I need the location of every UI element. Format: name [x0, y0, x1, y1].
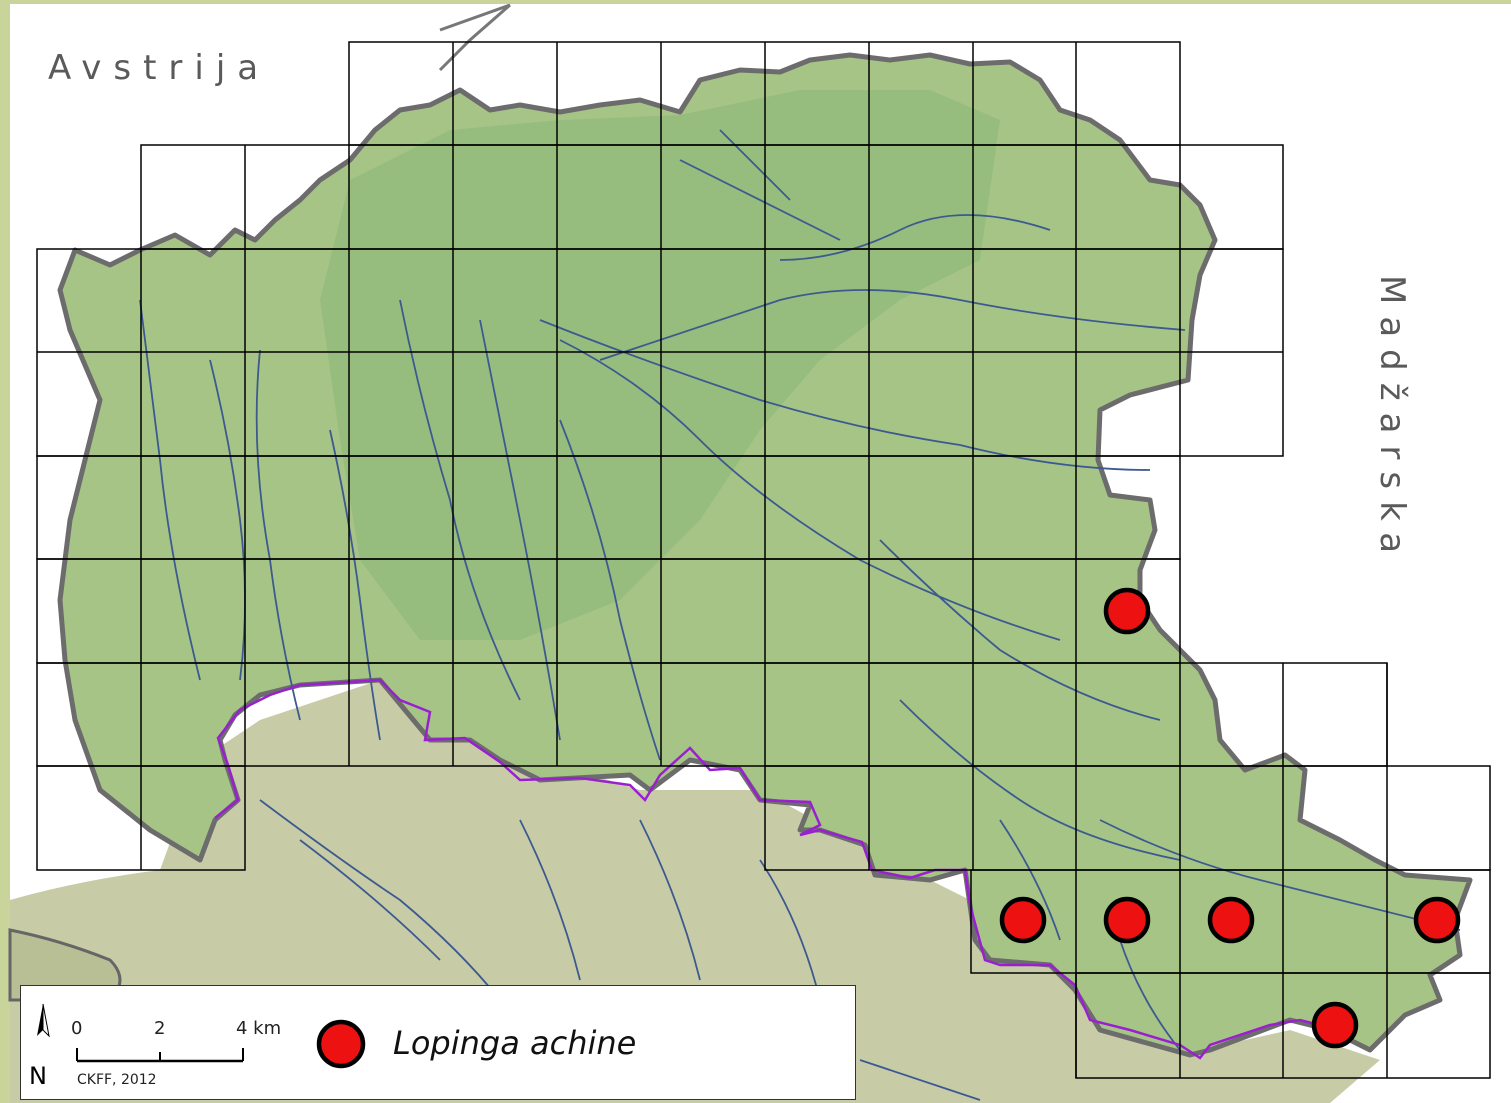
- occurrence-point: [1311, 1001, 1359, 1049]
- north-arrow-icon: [37, 1003, 50, 1038]
- rivers: [139, 3, 1461, 1101]
- legend-species-name: Lopinga achine: [393, 1024, 637, 1062]
- occurrence-point: [1413, 896, 1461, 944]
- legend-symbol: [316, 1019, 366, 1069]
- scale-tick-4km: 4 km: [236, 1018, 282, 1039]
- legend: N 0 2 4 km CKFF, 2012 Lopinga achine: [20, 985, 856, 1100]
- border-line: [214, 678, 1341, 1060]
- scale-tick-2: 2: [154, 1018, 166, 1039]
- scale-bar: N: [29, 1003, 244, 1090]
- occurrence-point: [1103, 587, 1151, 635]
- north-letter: N: [29, 1062, 47, 1090]
- occurrence-points: [999, 587, 1461, 1049]
- grid: [36, 41, 1491, 1079]
- occurrence-point: [1103, 896, 1151, 944]
- occurrence-point: [999, 896, 1047, 944]
- scale-tick-0: 0: [71, 1018, 83, 1039]
- country-label-austria: Avstrija: [48, 48, 271, 88]
- occurrence-point: [1207, 896, 1255, 944]
- country-label-hungary: Madžarska: [1372, 275, 1412, 566]
- map-credit: CKFF, 2012: [77, 1072, 157, 1088]
